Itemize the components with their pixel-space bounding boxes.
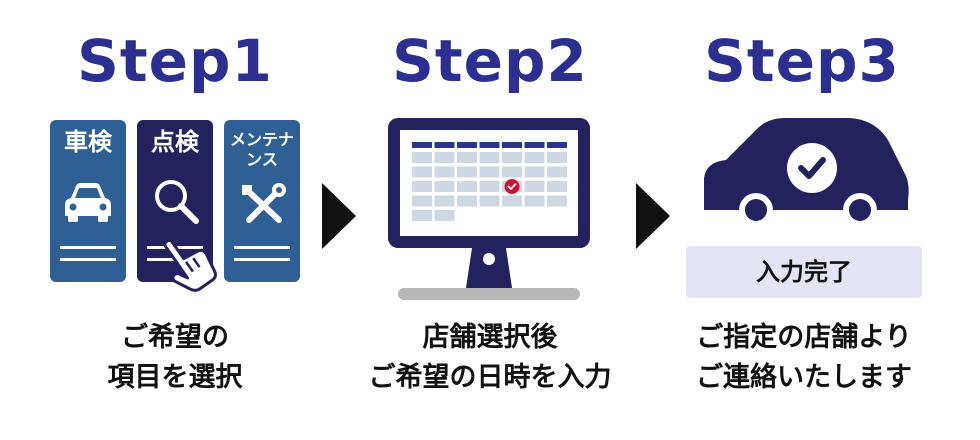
step1-title: Step1 <box>77 27 273 95</box>
step1-caption: ご希望の 項目を選択 <box>15 318 335 398</box>
calendar-header-cell <box>502 142 522 148</box>
calendar-day-cell <box>524 152 545 163</box>
calendar-day-cell <box>524 166 545 178</box>
magnifier-icon <box>155 180 199 224</box>
calendar-day-cell <box>502 152 522 163</box>
calendar-day-cell <box>502 166 522 178</box>
calendar-day-cell <box>547 181 567 192</box>
car-icon <box>65 183 111 222</box>
caption-line: 項目を選択 <box>107 362 243 393</box>
calendar-selected-check <box>504 179 520 194</box>
card-maintenance-label: メンテナンス <box>230 130 295 169</box>
hand-pointer-icon <box>163 238 217 292</box>
card-tenken-label: 点検 <box>151 128 199 156</box>
divider-line <box>60 258 116 261</box>
tools-icon <box>242 183 286 223</box>
calendar-day-cell <box>457 195 477 207</box>
calendar-day-cell <box>547 166 567 178</box>
caption-line: ご指定の店舗より <box>696 322 912 353</box>
calendar-day-cell <box>412 152 432 163</box>
calendar-day-cell <box>524 181 545 192</box>
calendar-day-cell <box>434 166 455 178</box>
calendar-header-cell <box>524 142 545 148</box>
caption-line: 店舗選択後 <box>422 322 558 353</box>
calendar-day-cell <box>412 166 432 178</box>
divider-line <box>234 246 290 249</box>
calendar-day-cell <box>547 152 567 163</box>
calendar-day-cell <box>479 166 500 178</box>
card-maintenance[interactable]: メンテナンス <box>224 120 300 282</box>
calendar-day-cell <box>479 152 500 163</box>
calendar-day-cell <box>479 181 500 192</box>
calendar-day-cell <box>434 195 455 207</box>
arrow-right-icon <box>322 183 356 249</box>
calendar-day-cell <box>412 181 432 192</box>
calendar-day-cell <box>434 210 455 221</box>
caption-line: ご連絡いたします <box>696 362 912 393</box>
caption-line: ご希望の日時を入力 <box>368 362 612 393</box>
caption-line: ご希望の <box>121 322 229 353</box>
calendar-icon <box>412 142 567 221</box>
card-shaken[interactable]: 車検 <box>50 120 126 282</box>
calendar-day-cell <box>434 181 455 192</box>
calendar-day-cell <box>412 210 432 221</box>
calendar-day-cell <box>547 195 567 207</box>
divider-line <box>60 246 116 249</box>
calendar-day-cell <box>412 195 432 207</box>
input-complete-badge: 入力完了 <box>686 246 922 298</box>
calendar-header-cell <box>547 142 567 148</box>
step2-title: Step2 <box>392 27 588 95</box>
calendar-day-cell <box>479 195 500 207</box>
calendar-day-cell <box>524 195 545 207</box>
calendar-day-cell <box>457 152 477 163</box>
calendar-header-cell <box>434 142 455 148</box>
check-icon <box>787 143 837 193</box>
calendar-day-cell <box>434 152 455 163</box>
calendar-day-cell <box>502 195 522 207</box>
calendar-header-cell <box>412 142 432 148</box>
step2-caption: 店舗選択後 ご希望の日時を入力 <box>330 318 650 398</box>
step3-caption: ご指定の店舗より ご連絡いたします <box>644 318 964 398</box>
card-shaken-label: 車検 <box>64 128 112 156</box>
step3-title: Step3 <box>704 27 900 95</box>
calendar-header-cell <box>457 142 477 148</box>
arrow-right-icon <box>636 183 670 249</box>
calendar-day-cell <box>457 181 477 192</box>
calendar-header-cell <box>479 142 500 148</box>
calendar-day-cell <box>457 166 477 178</box>
divider-line <box>234 258 290 261</box>
